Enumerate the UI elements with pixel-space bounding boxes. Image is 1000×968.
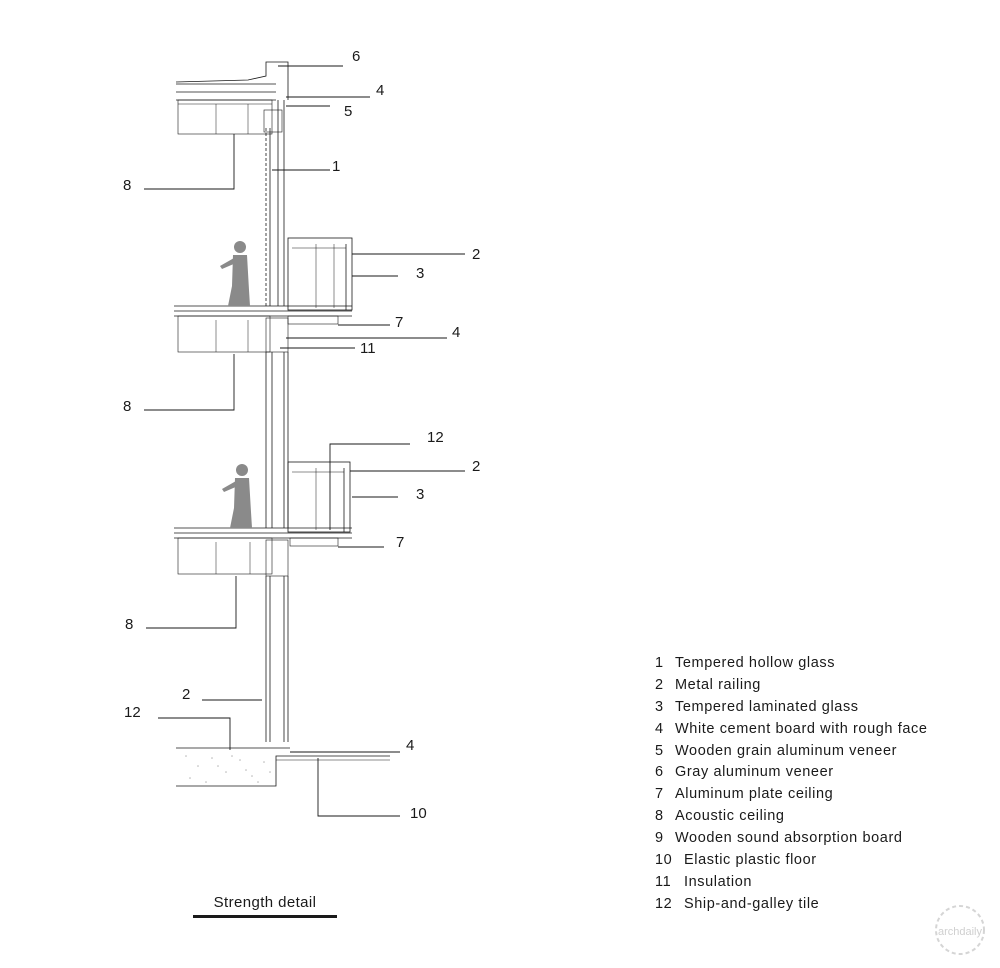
- callout-4: 4: [406, 737, 414, 754]
- svg-text:archdaily: archdaily: [938, 926, 983, 938]
- callout-4: 4: [452, 324, 460, 341]
- callout-8: 8: [123, 398, 131, 415]
- title-underline: [193, 915, 337, 918]
- callout-2: 2: [472, 246, 480, 263]
- callout-1: 1: [332, 158, 340, 175]
- ground-hatch: [185, 755, 271, 783]
- callout-numbers: 6 4 5 1 8 2 3 7 4 11 8 12 2 3 7 8 2 12 4…: [123, 48, 480, 822]
- callout-11: 11: [360, 340, 376, 357]
- callout-10: 10: [410, 805, 427, 822]
- callout-12: 12: [124, 704, 141, 721]
- callout-5: 5: [344, 103, 352, 120]
- callout-3: 3: [416, 265, 424, 282]
- human-figure: [222, 464, 252, 528]
- callout-7: 7: [396, 534, 404, 551]
- callout-4: 4: [376, 82, 384, 99]
- callout-12: 12: [427, 429, 444, 446]
- watermark-logo: archdaily: [935, 905, 985, 955]
- callout-8: 8: [123, 177, 131, 194]
- callout-8: 8: [125, 616, 133, 633]
- callout-2: 2: [182, 686, 190, 703]
- callout-6: 6: [352, 48, 360, 65]
- facade-structure: [174, 61, 390, 787]
- callout-2: 2: [472, 458, 480, 475]
- callout-7: 7: [395, 314, 403, 331]
- drawing-title-block: Strength detail: [193, 894, 337, 918]
- leader-lines: [144, 65, 465, 817]
- callout-3: 3: [416, 486, 424, 503]
- human-figure: [220, 241, 250, 306]
- drawing-title: Strength detail: [213, 894, 317, 911]
